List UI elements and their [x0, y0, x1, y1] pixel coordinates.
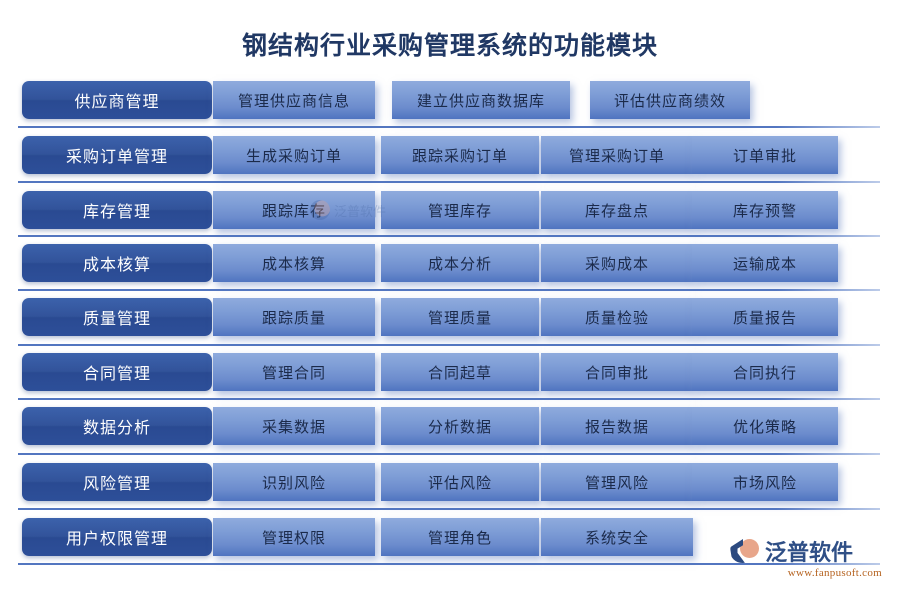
task-box[interactable]: 管理角色	[381, 518, 539, 556]
row-separator	[18, 126, 880, 128]
category-box[interactable]: 合同管理	[22, 353, 212, 391]
task-box[interactable]: 分析数据	[381, 407, 539, 445]
row-separator	[18, 289, 880, 291]
task-box[interactable]: 系统安全	[541, 518, 693, 556]
task-box[interactable]: 管理风险	[541, 463, 693, 501]
category-box[interactable]: 质量管理	[22, 298, 212, 336]
task-box[interactable]: 库存盘点	[541, 191, 693, 229]
category-box[interactable]: 供应商管理	[22, 81, 212, 119]
task-box[interactable]: 采购成本	[541, 244, 693, 282]
task-box[interactable]: 成本核算	[213, 244, 375, 282]
task-box[interactable]: 管理合同	[213, 353, 375, 391]
brand-logo-row: 泛普软件	[730, 536, 882, 566]
category-box[interactable]: 采购订单管理	[22, 136, 212, 174]
module-row: 数据分析采集数据分析数据报告数据优化策略	[0, 407, 900, 461]
brand-name: 泛普软件	[765, 540, 854, 565]
fanpu-logo-icon	[730, 537, 760, 565]
task-box[interactable]: 优化策略	[692, 407, 838, 445]
module-row: 成本核算成本核算成本分析采购成本运输成本	[0, 244, 900, 298]
page-title: 钢结构行业采购管理系统的功能模块	[241, 33, 658, 60]
task-box[interactable]: 市场风险	[692, 463, 838, 501]
brand-url: www.fanpusoft.com	[787, 567, 882, 579]
task-box[interactable]: 建立供应商数据库	[392, 81, 570, 119]
task-box[interactable]: 管理采购订单	[541, 136, 693, 174]
module-row: 合同管理管理合同合同起草合同审批合同执行	[0, 353, 900, 407]
category-box[interactable]: 数据分析	[22, 407, 212, 445]
module-row: 库存管理跟踪库存管理库存库存盘点库存预警	[0, 191, 900, 245]
task-box[interactable]: 评估风险	[381, 463, 539, 501]
task-box[interactable]: 跟踪采购订单	[381, 136, 539, 174]
task-box[interactable]: 订单审批	[692, 136, 838, 174]
task-box[interactable]: 评估供应商绩效	[590, 81, 750, 119]
task-box[interactable]: 质量报告	[692, 298, 838, 336]
task-box[interactable]: 管理库存	[381, 191, 539, 229]
row-separator	[18, 398, 880, 400]
row-separator	[18, 344, 880, 346]
brand-logo: 泛普软件 www.fanpusoft.com	[730, 536, 882, 584]
row-separator	[18, 181, 880, 183]
task-box[interactable]: 合同审批	[541, 353, 693, 391]
row-separator	[18, 453, 880, 455]
task-box[interactable]: 报告数据	[541, 407, 693, 445]
task-box[interactable]: 跟踪库存	[213, 191, 375, 229]
module-row: 质量管理跟踪质量管理质量质量检验质量报告	[0, 298, 900, 352]
task-box[interactable]: 管理质量	[381, 298, 539, 336]
task-box[interactable]: 跟踪质量	[213, 298, 375, 336]
task-box[interactable]: 质量检验	[541, 298, 693, 336]
category-box[interactable]: 风险管理	[22, 463, 212, 501]
task-box[interactable]: 生成采购订单	[213, 136, 375, 174]
category-box[interactable]: 库存管理	[22, 191, 212, 229]
task-box[interactable]: 管理供应商信息	[213, 81, 375, 119]
category-box[interactable]: 用户权限管理	[22, 518, 212, 556]
row-separator	[18, 235, 880, 237]
task-box[interactable]: 采集数据	[213, 407, 375, 445]
row-separator	[18, 508, 880, 510]
task-box[interactable]: 识别风险	[213, 463, 375, 501]
task-box[interactable]: 管理权限	[213, 518, 375, 556]
task-box[interactable]: 合同执行	[692, 353, 838, 391]
task-box[interactable]: 成本分析	[381, 244, 539, 282]
module-row: 用户权限管理管理权限管理角色系统安全	[0, 518, 900, 572]
row-separator	[18, 563, 880, 565]
task-box[interactable]: 运输成本	[692, 244, 838, 282]
task-box[interactable]: 库存预警	[692, 191, 838, 229]
module-row: 风险管理识别风险评估风险管理风险市场风险	[0, 463, 900, 517]
logo-circle-shape	[740, 539, 759, 558]
module-row: 采购订单管理生成采购订单跟踪采购订单管理采购订单订单审批	[0, 136, 900, 190]
category-box[interactable]: 成本核算	[22, 244, 212, 282]
module-row: 供应商管理管理供应商信息建立供应商数据库评估供应商绩效	[0, 81, 900, 135]
task-box[interactable]: 合同起草	[381, 353, 539, 391]
